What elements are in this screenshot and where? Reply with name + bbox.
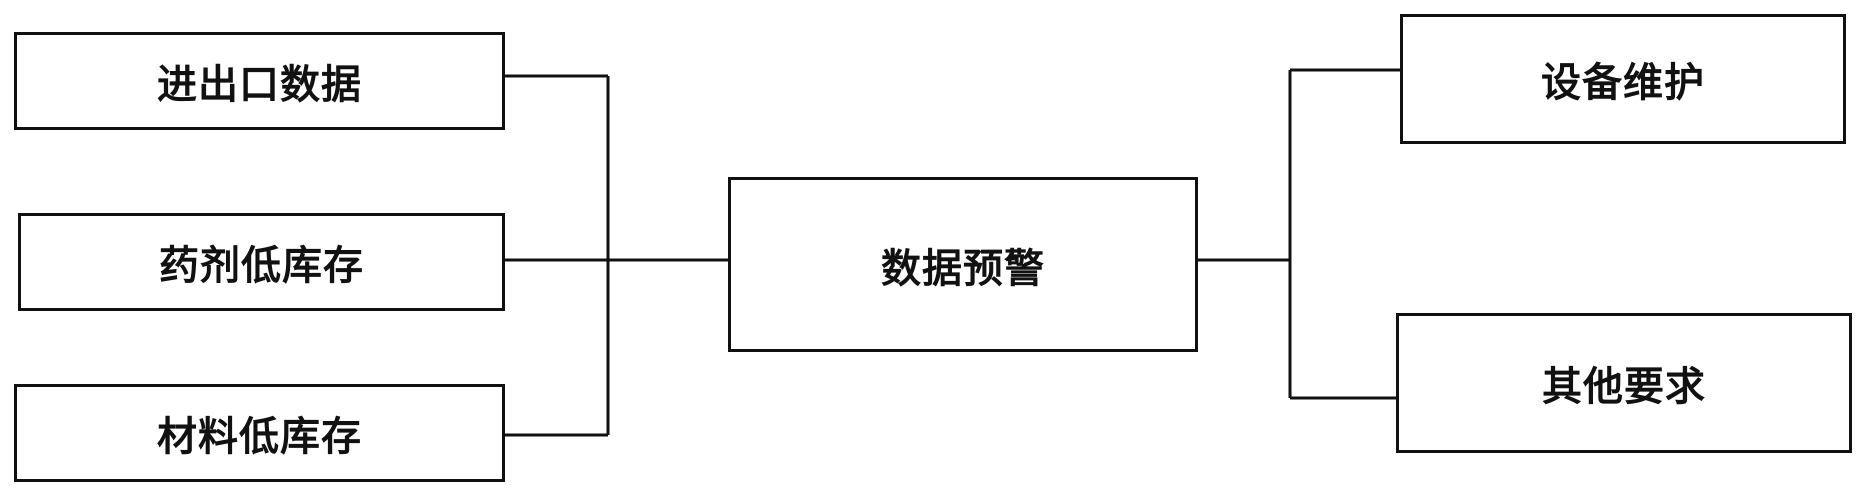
node-equipment-maintenance: 设备维护 (1400, 14, 1846, 144)
node-label: 材料低库存 (157, 414, 362, 460)
node-label: 进出口数据 (157, 62, 362, 108)
node-label: 数据预警 (881, 245, 1045, 292)
node-material-low-stock: 材料低库存 (14, 384, 505, 482)
node-other-requirements: 其他要求 (1396, 313, 1852, 453)
node-reagent-low-stock: 药剂低库存 (18, 213, 505, 311)
node-label: 设备维护 (1541, 60, 1705, 106)
node-data-warning: 数据预警 (728, 177, 1198, 352)
node-label: 其他要求 (1542, 364, 1706, 410)
node-label: 药剂低库存 (159, 243, 364, 289)
node-import-export-data: 进出口数据 (14, 32, 505, 130)
